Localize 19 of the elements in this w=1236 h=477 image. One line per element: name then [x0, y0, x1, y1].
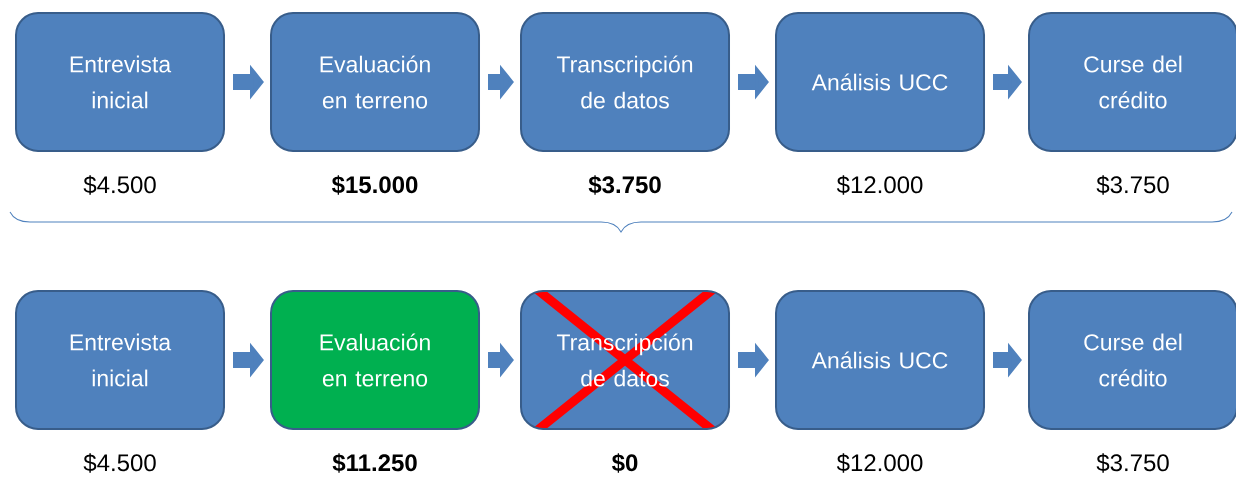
process-box: Análisis UCC [775, 290, 985, 430]
process-box: Entrevista inicial [15, 12, 225, 152]
process-box: Curse del crédito [1028, 290, 1236, 430]
price-label: $3.750 [1096, 175, 1169, 195]
price-label: $15.000 [331, 175, 418, 195]
process-box: Análisis UCC [775, 12, 985, 152]
process-box: Entrevista inicial [15, 290, 225, 430]
process-box: Evaluación en terreno [270, 12, 480, 152]
price-label: $4.500 [83, 453, 156, 473]
price-label: $11.250 [332, 453, 417, 473]
price-label: $4.500 [83, 175, 156, 195]
price-label: $12.000 [836, 453, 923, 473]
price-label: $12.000 [836, 175, 923, 195]
process-box: Curse del crédito [1028, 12, 1236, 152]
process-box: Transcripción de datos [520, 12, 730, 152]
price-label: $3.750 [588, 175, 661, 195]
process-box: Evaluación en terreno [270, 290, 480, 430]
price-label: $3.750 [1096, 453, 1169, 473]
price-label: $0 [612, 453, 638, 473]
